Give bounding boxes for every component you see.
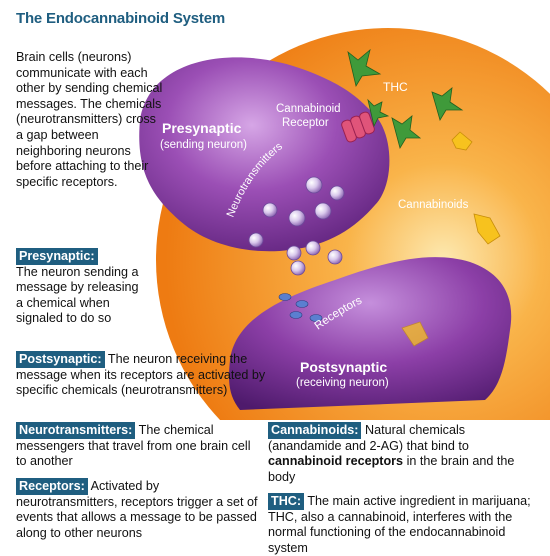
definition-neurotransmitters: Neurotransmitters: The chemical messenge… [16,422,262,470]
term-cannabinoids: Cannabinoids: [268,422,362,439]
definition-thc-text: The main active ingredient in marijuana;… [268,494,531,555]
definition-receptors-text: Activated by neurotransmitters, receptor… [16,479,258,540]
thc-molecules-icon [347,48,464,150]
definition-cannabinoids-text-bold: cannabinoid receptors [268,454,404,469]
definition-cannabinoids: Cannabinoids: Natural chemicals (anandam… [268,422,538,485]
receptor-sites [278,293,323,322]
intro-paragraph: Brain cells (neurons) communicate with e… [16,50,163,189]
definition-cannabinoids-text-after: in the brain and the body [268,454,515,484]
neurotransmitter-vesicles [248,176,345,276]
postsynaptic-sublabel: (receiving neuron) [296,377,389,389]
definition-presynaptic-text: The neuron sending a message by releasin… [16,264,139,326]
definition-thc: THC: The main active ingredient in marij… [268,493,538,556]
thc-label: THC [383,80,408,94]
term-presynaptic: Presynaptic: [16,248,98,265]
definition-cannabinoids-text-before: Natural chemicals (anandamide and 2-AG) … [268,423,469,453]
postsynaptic-label: Postsynaptic [300,359,387,375]
definition-neurotransmitters-text: The chemical messengers that travel from… [16,423,251,469]
definition-presynaptic: Presynaptic: The neuron sending a messag… [16,248,140,327]
term-receptors: Receptors: [16,478,88,495]
term-neurotransmitters: Neurotransmitters: [16,422,136,439]
synapse-diagram: Presynaptic (sending neuron) Cannabinoid… [139,28,550,420]
cannabinoids-label: Cannabinoids [398,199,469,211]
definition-postsynaptic: Postsynaptic: The neuron receiving the m… [16,351,278,399]
presynaptic-neuron [139,57,390,252]
cannabinoid-receptor-label-line1: Cannabinoid [276,103,341,115]
presynaptic-label: Presynaptic [162,120,242,136]
postsynaptic-neuron [229,257,512,410]
term-postsynaptic: Postsynaptic: [16,351,105,368]
presynaptic-sublabel: (sending neuron) [160,139,247,151]
definition-postsynaptic-text: The neuron receiving the message when it… [16,352,266,398]
cannabinoid-molecules-icon [401,131,501,347]
definition-receptors: Receptors: Activated by neurotransmitter… [16,478,262,541]
cannabinoid-receptor-icon [341,111,375,143]
cannabinoid-receptor-label-line2: Receptor [282,117,329,129]
term-thc: THC: [268,493,305,510]
page-title: The Endocannabinoid System [16,10,225,27]
